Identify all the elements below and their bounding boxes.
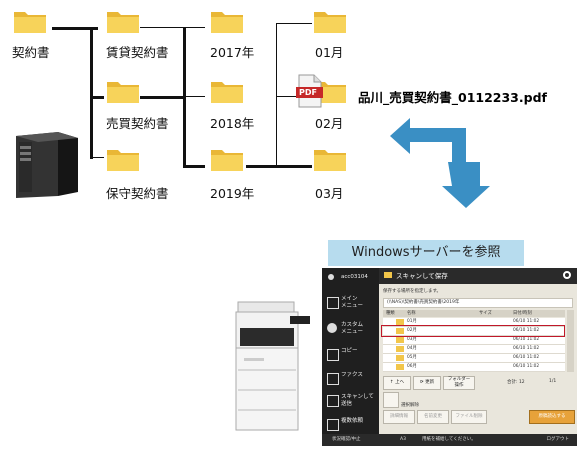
pdf-filename: 品川_売買契約書_0112233.pdf [358, 90, 547, 105]
folder-label: 2018年 [210, 116, 255, 131]
panel-title: スキャンして保存 [396, 272, 448, 280]
col-name[interactable]: 名称 [407, 311, 416, 316]
folder-icon [211, 12, 243, 33]
col-date[interactable]: 日付/時刻 [513, 311, 532, 316]
folder-icon [211, 82, 243, 103]
connector [183, 96, 205, 97]
folder-label: 保守契約書 [106, 186, 169, 201]
settings-gear-icon[interactable] [563, 271, 571, 279]
folder-icon [14, 12, 46, 33]
refresh-icon: ⟳ [419, 380, 424, 385]
folder-icon [107, 150, 139, 171]
folder-icon [396, 355, 404, 361]
col-size[interactable]: サイズ [479, 311, 492, 316]
side-custom-menu[interactable]: カスタム メニュー [324, 318, 377, 342]
panel-main: スキャンして保存 保存する場所を指定します。 (\\NAS)\契約書\売買契約書… [379, 268, 577, 446]
pdf-label: PDF [299, 88, 317, 97]
folder-icon [396, 346, 404, 352]
folder-label-root: 契約書 [12, 45, 50, 60]
connector [52, 27, 98, 30]
request-icon [327, 419, 339, 431]
up-button[interactable]: ↑ 上へ [383, 376, 411, 390]
folder-ops-button[interactable]: フォルダー 操作 [443, 376, 475, 390]
paper-size: A3 [400, 437, 406, 442]
folder-icon [107, 82, 139, 103]
connector [183, 165, 205, 168]
device-panel: acc03104 メイン メニュー カスタム メニュー コピー ファクス スキャ… [322, 268, 577, 446]
people-icon [327, 323, 337, 333]
delete-button[interactable]: ファイル削除 [451, 410, 487, 424]
status-message: 用紙を補給してください。 [422, 437, 476, 442]
sync-arrows-icon [390, 118, 490, 208]
connector [276, 165, 312, 168]
folder-label: 賃貸契約書 [106, 45, 169, 60]
user-icon [328, 274, 334, 280]
details-button[interactable]: 詳細情報 [383, 410, 415, 424]
user-indicator: acc03104 [324, 272, 377, 284]
connector [276, 23, 277, 168]
server-icon [16, 132, 78, 198]
side-main-menu[interactable]: メイン メニュー [324, 292, 377, 316]
side-scan-send[interactable]: スキャンして 送信 [324, 390, 377, 414]
fax-icon [327, 373, 339, 385]
deselect-button[interactable]: 選択解除 [401, 403, 419, 408]
connector [140, 27, 205, 28]
home-icon [327, 297, 339, 309]
banner-title: Windowsサーバーを参照 [328, 240, 524, 266]
folder-label: 2017年 [210, 45, 255, 60]
folder-icon [314, 12, 346, 33]
side-multi-request[interactable]: 複数依頼 [324, 414, 377, 438]
folder-label: 2019年 [210, 186, 255, 201]
scan-start-button[interactable]: 原稿読込する [529, 410, 575, 424]
folder-icon [396, 319, 404, 325]
side-copy[interactable]: コピー [324, 344, 377, 368]
scrollbar[interactable] [567, 310, 574, 372]
scan-icon [327, 395, 339, 407]
selection-highlight [381, 325, 565, 337]
folder-icon [314, 150, 346, 171]
folder-icon [107, 12, 139, 33]
folder-label: 01月 [315, 45, 344, 60]
folder-icon [384, 272, 392, 278]
arrow-up-icon: ↑ [389, 380, 394, 385]
folder-icon [211, 150, 243, 171]
copy-icon [327, 349, 339, 361]
file-list-header: 種類 名称 サイズ 日付/時刻 [383, 310, 565, 317]
connector [140, 96, 186, 99]
pdf-file-icon: PDF [296, 74, 324, 108]
item-count: 合計: 12 [507, 380, 525, 385]
thumbnail-placeholder [383, 392, 399, 408]
rename-button[interactable]: 名前変更 [417, 410, 449, 424]
printer-icon [235, 301, 310, 431]
status-bar: 状況確認/中止 A3 用紙を補給してください。 ログアウト [322, 434, 577, 446]
folder-icon [396, 328, 404, 334]
connector [276, 96, 306, 97]
col-type[interactable]: 種類 [386, 311, 395, 316]
connector [246, 165, 286, 168]
panel-sidebar: acc03104 メイン メニュー カスタム メニュー コピー ファクス スキャ… [322, 268, 379, 446]
panel-path-field: (\\NAS)\契約書\売買契約書\2019年 [383, 298, 573, 308]
connector [276, 23, 312, 24]
folder-icon [396, 337, 404, 343]
folder-label: 03月 [315, 186, 344, 201]
connector [90, 27, 93, 159]
refresh-button[interactable]: ⟳ 更新 [413, 376, 441, 390]
connector [90, 157, 104, 158]
connector [90, 96, 104, 99]
panel-info-text: 保存する場所を指定します。 [383, 289, 442, 294]
logout-button[interactable]: ログアウト [546, 437, 570, 442]
page-indicator: 1/1 [549, 379, 557, 384]
status-check[interactable]: 状況確認/中止 [332, 437, 361, 442]
folder-label: 02月 [315, 116, 344, 131]
folder-icon [396, 364, 404, 370]
folder-label: 売買契約書 [106, 116, 169, 131]
panel-title-bar: スキャンして保存 [379, 268, 577, 284]
side-fax[interactable]: ファクス [324, 368, 377, 392]
